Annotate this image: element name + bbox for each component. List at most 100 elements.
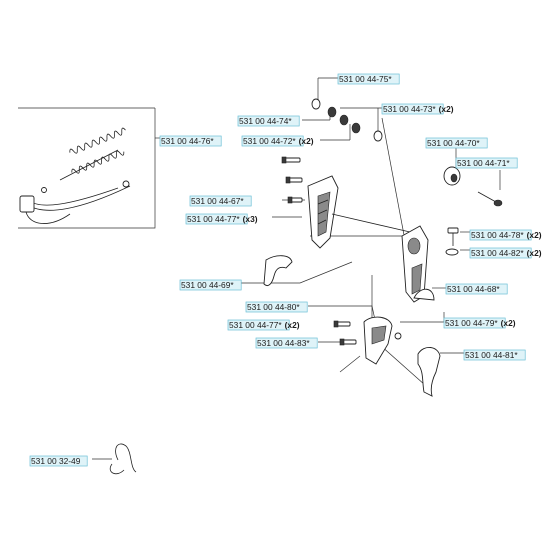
part-label-box: [189, 195, 252, 207]
cable-tie-icon: [109, 443, 137, 475]
part-number-code: 531 00 32-49: [31, 456, 81, 466]
part-labels: 531 00 44-75*531 00 44-73*(x2)531 00 44-…: [29, 73, 542, 467]
part-number-code: 531 00 44-74: [239, 116, 289, 126]
asterisk-marker: *: [432, 104, 436, 114]
part-label-box: [337, 73, 400, 85]
part-label-p77a: 531 00 44-77*(x3): [185, 213, 258, 225]
part-number-code: 531 00 44-78: [471, 230, 521, 240]
asterisk-marker: *: [240, 196, 244, 206]
part-label-box: [237, 115, 300, 127]
part-number-code: 531 00 44-79: [445, 318, 495, 328]
washer-icon: [311, 98, 383, 142]
part-number-code: 531 00 44-69: [181, 280, 231, 290]
part-number-code: 531 00 44-83: [257, 338, 307, 348]
part-label-p67: 531 00 44-67*: [189, 195, 252, 207]
part-label-p74: 531 00 44-74*: [237, 115, 300, 127]
part-label-box: [381, 103, 444, 115]
asterisk-marker: *: [514, 350, 518, 360]
part-number: 531 00 44-73*(x2): [383, 104, 454, 114]
part-number: 531 00 44-69*: [181, 280, 234, 290]
part-label-box: [445, 283, 508, 295]
part-number: 531 00 44-78*(x2): [471, 230, 542, 240]
part-number-code: 531 00 44-68: [447, 284, 497, 294]
part-number: 531 00 44-82*(x2): [471, 248, 542, 258]
part-label-box: [185, 213, 248, 225]
part-label-p78: 531 00 44-78*(x2): [469, 229, 542, 241]
asterisk-marker: *: [292, 136, 296, 146]
part-number-code: 531 00 44-81: [465, 350, 515, 360]
part-number: 531 00 44-75*: [339, 74, 392, 84]
asterisk-marker: *: [230, 280, 234, 290]
part-label-p80: 531 00 44-80*: [245, 301, 308, 313]
part-label-p70: 531 00 44-70*: [425, 137, 488, 149]
part-label-box: [29, 455, 88, 467]
part-label-p83: 531 00 44-83*: [255, 337, 318, 349]
quantity-badge: (x2): [285, 320, 300, 330]
quantity-badge: (x2): [501, 318, 516, 328]
part-number: 531 00 44-72*(x2): [243, 136, 314, 146]
part-label-box: [255, 337, 318, 349]
part-label-p73: 531 00 44-73*(x2): [381, 103, 454, 115]
part-number: 531 00 44-77*(x3): [187, 214, 258, 224]
part-label-p69: 531 00 44-69*: [179, 279, 242, 291]
part-number-code: 531 00 44-72: [243, 136, 293, 146]
part-number-code: 531 00 44-76: [161, 136, 211, 146]
part-label-box: [469, 247, 532, 259]
asterisk-marker: *: [210, 136, 214, 146]
throttle-trigger-icon: [263, 255, 293, 287]
part-label-box: [179, 279, 242, 291]
quantity-badge: (x2): [527, 248, 542, 258]
part-label-box: [425, 137, 488, 149]
part-number: 531 00 44-71*: [457, 158, 510, 168]
quantity-badge: (x2): [527, 230, 542, 240]
part-number: 531 00 32-49: [31, 456, 81, 466]
lockout-lever-icon: [333, 316, 402, 365]
asterisk-marker: *: [520, 230, 524, 240]
part-number: 531 00 44-76*: [161, 136, 214, 146]
part-number-code: 531 00 44-71: [457, 158, 507, 168]
part-number: 531 00 44-80*: [247, 302, 300, 312]
part-label-box: [455, 157, 518, 169]
part-label-p72: 531 00 44-72*(x2): [241, 135, 314, 147]
part-number-code: 531 00 44-67: [191, 196, 241, 206]
throttle-cable-icon: [19, 149, 131, 224]
part-label-box: [443, 317, 506, 329]
part-label-p82: 531 00 44-82*(x2): [469, 247, 542, 259]
part-number: 531 00 44-74*: [239, 116, 292, 126]
screw-icon: [443, 166, 503, 256]
quantity-badge: (x2): [439, 104, 454, 114]
asterisk-marker: *: [236, 214, 240, 224]
part-number: 531 00 44-79*(x2): [445, 318, 516, 328]
quantity-badge: (x3): [243, 214, 258, 224]
asterisk-marker: *: [278, 320, 282, 330]
part-label-p75: 531 00 44-75*: [337, 73, 400, 85]
part-label-p49: 531 00 32-49: [29, 455, 88, 467]
part-label-p68: 531 00 44-68*: [445, 283, 508, 295]
screw-icon: [281, 156, 303, 204]
asterisk-marker: *: [506, 158, 510, 168]
quantity-badge: (x2): [299, 136, 314, 146]
part-number: 531 00 44-83*: [257, 338, 310, 348]
asterisk-marker: *: [496, 284, 500, 294]
part-number: 531 00 44-77*(x2): [229, 320, 300, 330]
part-label-box: [241, 135, 304, 147]
part-number-code: 531 00 44-75: [339, 74, 389, 84]
part-label-box: [159, 135, 222, 147]
part-number-code: 531 00 44-77: [229, 320, 279, 330]
asterisk-marker: *: [306, 338, 310, 348]
asterisk-marker: *: [388, 74, 392, 84]
part-label-p81: 531 00 44-81*: [463, 349, 526, 361]
part-number-code: 531 00 44-73: [383, 104, 433, 114]
throttle-trigger-icon: [417, 347, 441, 397]
part-number-code: 531 00 44-80: [247, 302, 297, 312]
part-label-p71: 531 00 44-71*: [455, 157, 518, 169]
spring-icon: [68, 124, 130, 174]
part-number-code: 531 00 44-77: [187, 214, 237, 224]
part-label-box: [227, 319, 290, 331]
asterisk-marker: *: [476, 138, 480, 148]
part-label-p79: 531 00 44-79*(x2): [443, 317, 516, 329]
part-number: 531 00 44-67*: [191, 196, 244, 206]
part-number: 531 00 44-70*: [427, 138, 480, 148]
part-number-code: 531 00 44-82: [471, 248, 521, 258]
